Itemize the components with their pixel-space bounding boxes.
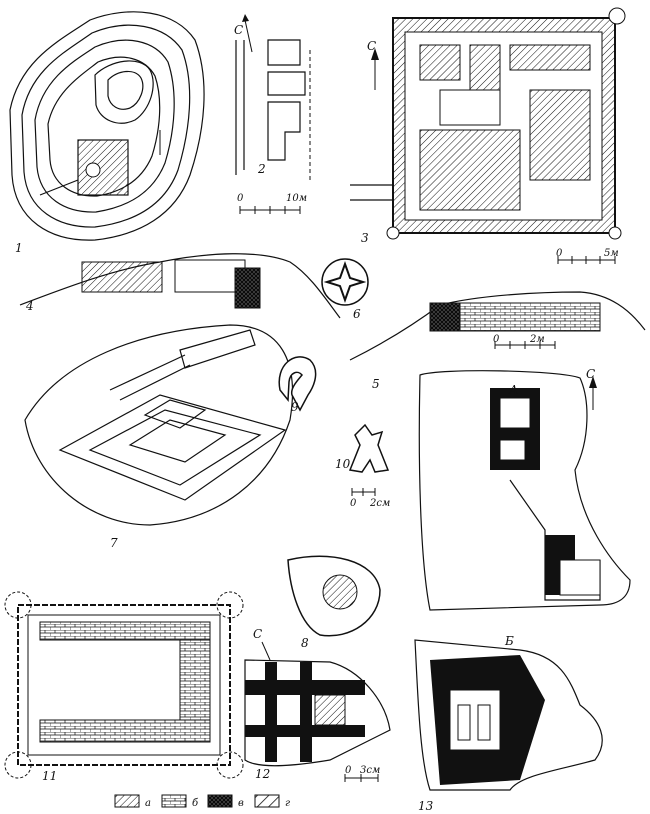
scale-zero: 0 <box>237 193 244 204</box>
figure-label: 8 <box>301 636 309 650</box>
scale-zero: 0 <box>345 765 352 776</box>
figure-9-object <box>278 356 317 412</box>
north-marker: С <box>234 23 243 37</box>
figure-6-seal <box>321 258 369 306</box>
figure-label: 5 <box>372 377 380 391</box>
legend-swatch-g <box>254 794 280 808</box>
figure-label: 7 <box>110 536 118 550</box>
legend-swatch-b <box>161 794 187 808</box>
north-marker: С <box>586 367 595 381</box>
north-marker: С <box>367 39 376 53</box>
figure-8-fragment <box>287 555 381 637</box>
legend-key: г <box>285 798 290 809</box>
legend: а б в г <box>114 794 290 809</box>
figure-5-section <box>349 291 646 361</box>
figure-1-topographic-map <box>9 11 205 241</box>
figure-label: 12 <box>255 767 270 781</box>
figure-4-section <box>19 253 341 319</box>
north-marker: С <box>253 627 262 641</box>
section-label-a: А <box>508 383 518 397</box>
legend-key: б <box>192 798 199 809</box>
legend-swatch-a <box>114 794 140 808</box>
scale-value: 2см <box>369 498 390 509</box>
figure-13-plan: А Б С <box>414 367 631 791</box>
figure-label: 6 <box>353 307 361 321</box>
section-label-b: Б <box>504 634 514 648</box>
figure-11-fortress-plan <box>4 591 244 779</box>
legend-key: в <box>238 798 244 809</box>
scale-zero: 0 <box>350 498 357 509</box>
figure-label: 2 <box>257 162 266 176</box>
figure-label: 3 <box>361 231 369 245</box>
figure-3-fortress-plan: С <box>350 7 626 264</box>
scale-zero: 0 <box>493 334 500 345</box>
figure-label: 13 <box>418 799 434 813</box>
scale-value: 5м <box>604 248 619 259</box>
scale-zero: 0 <box>556 248 563 259</box>
scale-value: 2м <box>529 334 545 345</box>
scale-value: 10м <box>286 193 307 204</box>
scale-value: 3см <box>360 765 380 776</box>
figure-10-object <box>348 423 390 496</box>
figure-label: 1 <box>15 241 23 255</box>
figure-2-plan: С <box>234 14 311 214</box>
figure-label: 4 <box>25 299 34 313</box>
figure-7-reconstruction <box>24 324 294 526</box>
figure-label: 11 <box>42 769 57 783</box>
figure-label: 10 <box>335 457 351 471</box>
legend-swatch-v <box>207 794 233 808</box>
figure-12-plan: С <box>244 627 391 782</box>
legend-key: а <box>145 798 151 809</box>
figure-label: 9 <box>291 400 299 414</box>
